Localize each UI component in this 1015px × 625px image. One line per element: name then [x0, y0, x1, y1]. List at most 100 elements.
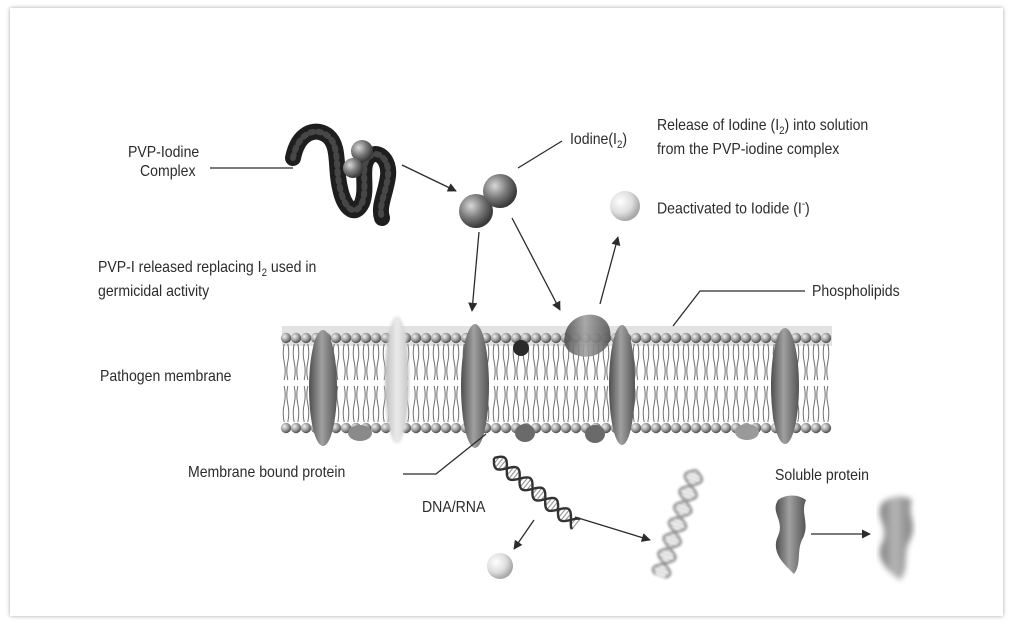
phospholipid-head — [671, 423, 681, 433]
phospholipid-head — [281, 423, 291, 433]
membrane-bound-protein — [461, 324, 489, 448]
phospholipid-head — [671, 333, 681, 343]
release-label-line1: Release of Iodine (I2) into solution — [657, 116, 868, 141]
pvp-iodine-complex-label-line2: Complex — [140, 162, 196, 182]
phospholipid-head — [821, 423, 831, 433]
pathogen-membrane — [281, 315, 832, 448]
phospholipid-head — [641, 423, 651, 433]
phospholipid-head — [631, 423, 641, 433]
phospholipid-head — [341, 333, 351, 343]
phospholipid-head — [501, 333, 511, 343]
phospholipid-head — [361, 333, 371, 343]
transmembrane-protein — [609, 325, 635, 445]
phospholipid-head — [551, 423, 561, 433]
iodine-leader-line — [518, 141, 562, 168]
phospholipid-head — [441, 333, 451, 343]
iodine-molecule-icon — [459, 174, 517, 228]
phospholipid-head — [651, 333, 661, 343]
phospholipid-head — [351, 333, 361, 343]
phospholipid-head — [821, 333, 831, 343]
phospholipid-head — [721, 333, 731, 343]
denatured-protein-icon — [880, 496, 913, 580]
arrow-membrane-to-iodide — [600, 237, 618, 304]
phospholipid-head — [331, 333, 341, 343]
release-label-line2: from the PVP-iodine complex — [657, 140, 839, 160]
figure-frame: PVP-Iodine Complex Iodine(I2) Release of… — [10, 8, 1003, 616]
iodine-attack-site — [513, 340, 529, 356]
transmembrane-protein — [309, 330, 337, 446]
phospholipid-head — [661, 333, 671, 343]
phospholipid-head — [681, 333, 691, 343]
phospholipid-head — [301, 423, 311, 433]
phospholipid-head — [701, 333, 711, 343]
phospholipid-head — [571, 423, 581, 433]
phospholipid-head — [711, 333, 721, 343]
phospholipid-head — [441, 423, 451, 433]
phospholipids-label: Phospholipids — [812, 282, 900, 302]
phospholipid-head — [421, 333, 431, 343]
phospholipid-head — [741, 333, 751, 343]
phospholipid-head — [711, 423, 721, 433]
phospholipids-leader-line — [673, 291, 805, 326]
phospholipid-head — [421, 423, 431, 433]
phospholipid-head — [631, 333, 641, 343]
arrow-iodine-down — [472, 232, 479, 311]
pathogen-membrane-label: Pathogen membrane — [100, 367, 232, 387]
phospholipid-head — [541, 333, 551, 343]
arrow-dna-denatured — [575, 517, 650, 540]
phospholipid-head — [681, 423, 691, 433]
phospholipid-head — [651, 423, 661, 433]
phospholipid-head — [551, 333, 561, 343]
phospholipid-head — [501, 423, 511, 433]
deactivated-label: Deactivated to Iodide (I-) — [657, 194, 810, 219]
dna-rna-label: DNA/RNA — [422, 498, 485, 518]
phospholipid-head — [431, 423, 441, 433]
phospholipid-head — [641, 333, 651, 343]
phospholipid-head — [761, 423, 771, 433]
arrow-dna-iodide — [514, 520, 534, 549]
phospholipid-head — [811, 333, 821, 343]
arrow-complex-to-iodine — [402, 165, 456, 191]
phospholipid-head — [301, 333, 311, 343]
phospholipid-head — [561, 423, 571, 433]
phospholipid-head — [491, 333, 501, 343]
phospholipid-head — [371, 333, 381, 343]
pvp-iodine-complex-label-line1: PVP-Iodine — [128, 143, 199, 163]
transmembrane-protein — [385, 316, 409, 444]
phospholipid-head — [811, 423, 821, 433]
iodide-sphere-icon — [487, 553, 513, 579]
diagram-canvas — [10, 8, 1003, 616]
phospholipid-head — [761, 333, 771, 343]
pvp-iodine-complex-icon — [293, 132, 388, 218]
phospholipid-head — [691, 423, 701, 433]
phospholipid-head — [411, 423, 421, 433]
phospholipid-head — [751, 333, 761, 343]
phospholipid-head — [371, 423, 381, 433]
phospholipid-head — [431, 333, 441, 343]
membrane-bound-protein-label: Membrane bound protein — [188, 463, 345, 483]
soluble-protein-label: Soluble protein — [775, 466, 869, 486]
phospholipid-head — [291, 423, 301, 433]
phospholipid-head — [411, 333, 421, 343]
arrow-iodine-to-membrane — [512, 218, 560, 310]
phospholipid-head — [701, 423, 711, 433]
phospholipid-head — [731, 333, 741, 343]
phospholipid-head — [281, 333, 291, 343]
pvp-released-label-line2: germicidal activity — [98, 282, 209, 302]
soluble-protein-icon — [776, 496, 806, 575]
phospholipid-head — [661, 423, 671, 433]
phospholipid-head — [721, 423, 731, 433]
phospholipid-head — [531, 333, 541, 343]
iodide-sphere-icon — [610, 191, 640, 221]
pvp-released-label-line1: PVP-I released replacing I2 used in — [98, 258, 316, 283]
iodine-label: Iodine(I2) — [570, 130, 627, 155]
phospholipid-head — [541, 423, 551, 433]
phospholipid-head — [801, 423, 811, 433]
phospholipid-head — [451, 423, 461, 433]
phospholipid-head — [291, 333, 301, 343]
dna-helix-icon — [494, 457, 580, 530]
phospholipid-head — [491, 423, 501, 433]
denatured-dna-icon — [653, 470, 702, 578]
phospholipid-head — [451, 333, 461, 343]
phospholipid-head — [691, 333, 701, 343]
